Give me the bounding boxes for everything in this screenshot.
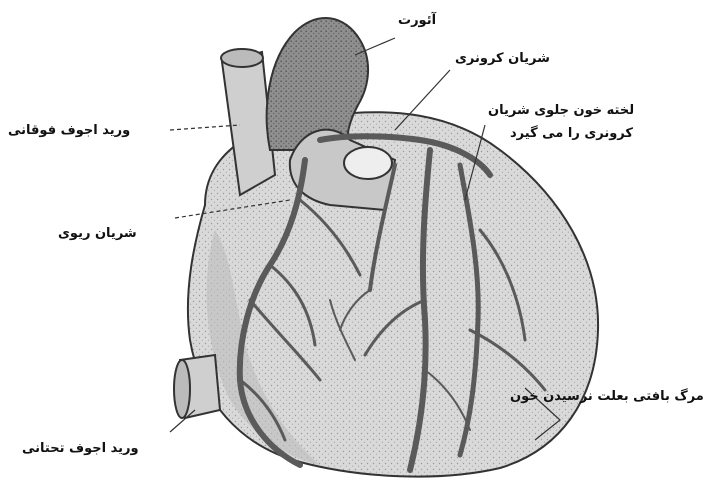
ivc-opening (174, 360, 190, 418)
label-clot-line2: کرونری را می گیرد (510, 125, 633, 143)
pa-opening (344, 147, 392, 179)
label-coronary-artery: شریان کرونری (455, 50, 550, 68)
label-clot-line1: لخته خون جلوی شریان (488, 102, 634, 120)
label-superior-vena-cava: ورید اجوف فوقانی (8, 122, 130, 140)
svc-opening (221, 49, 263, 67)
label-aorta: آئورت (398, 12, 436, 30)
label-inferior-vena-cava: ورید اجوف تحتانی (22, 440, 139, 458)
label-tissue-death: مرگ بافتی بعلت نرسیدن خون (510, 388, 704, 406)
label-pulmonary-artery: شریان ریوی (58, 225, 137, 243)
